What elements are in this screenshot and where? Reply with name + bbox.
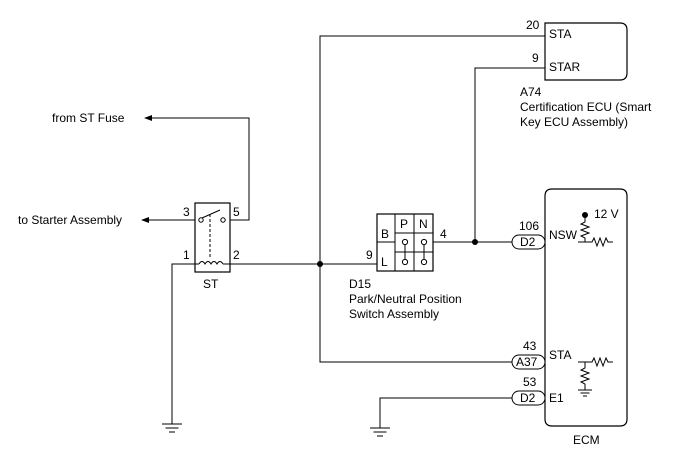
ecm-internal-ground-icon [578, 389, 592, 397]
ecm-sta-input [578, 356, 613, 368]
star-wire [474, 67, 545, 242]
d15-contact [420, 238, 428, 246]
a74-pin-20: 20 [526, 18, 540, 32]
d15-park-neutral-switch: P N B L 9 4 D15 Park/Neutral Position Sw… [349, 213, 462, 321]
d15-l-label: L [381, 255, 388, 269]
ecm-pin-106: 106 [519, 219, 539, 233]
sta-wire [319, 35, 545, 363]
junction-dot [317, 261, 323, 267]
ecm-label: ECM [573, 433, 600, 447]
d15-contact [401, 238, 409, 246]
a74-name-line-1: Certification ECU (Smart [520, 100, 652, 114]
ecm-connector-a37 [511, 354, 546, 370]
ecm-12v-label: 12 V [594, 207, 619, 221]
ecm-connector-d2-bottom [511, 390, 546, 406]
d15-b-label: B [381, 227, 389, 241]
to-starter-label: to Starter Assembly [18, 213, 122, 227]
d15-pin-9: 9 [366, 248, 373, 262]
d15-pin-4: 4 [440, 227, 447, 241]
st-fuse-wire [150, 117, 250, 221]
d15-code: D15 [349, 277, 371, 291]
ecm-sta-label: STA [549, 348, 571, 362]
from-st-fuse-label: from ST Fuse [52, 111, 125, 125]
st-pin-2: 2 [233, 248, 240, 262]
relay-ground-wire [171, 263, 195, 424]
ground-icon [162, 423, 182, 433]
ground-icon [370, 427, 390, 437]
ecm: ECM D2 A37 D2 106 43 53 NSW STA E1 12 V [511, 188, 628, 447]
st-relay-label: ST [203, 277, 219, 291]
relay-contact [220, 217, 226, 223]
ecm-conn-d2-bottom-label: D2 [520, 391, 536, 405]
st-pin-1: 1 [183, 248, 190, 262]
ecm-box [544, 188, 628, 427]
d15-name-line-1: Park/Neutral Position [349, 292, 462, 306]
ecm-connector-d2-top [511, 234, 546, 250]
st-pin-3: 3 [183, 205, 190, 219]
d15-n-label: N [419, 217, 428, 231]
ecm-nsw-input [578, 236, 613, 248]
ground-icon [370, 427, 390, 437]
a74-star-label: STAR [549, 60, 580, 74]
relay-coil [198, 261, 224, 265]
a74-box [544, 22, 628, 81]
d15-grid-horizontal [377, 232, 433, 253]
d15-contact [401, 258, 409, 266]
st-relay: 3 5 1 2 ST [183, 202, 240, 291]
d15-contact-links [404, 245, 425, 259]
st-relay-box [194, 202, 231, 273]
ecm-conn-a37-label: A37 [516, 355, 538, 369]
ground-icon [162, 423, 182, 433]
ecm-pulldown-resistor [579, 362, 591, 390]
d15-name-line-2: Switch Assembly [349, 307, 439, 321]
junction-dot [472, 239, 478, 245]
relay-contact [198, 217, 204, 223]
ecm-e1-label: E1 [549, 391, 564, 405]
a74-pin-9: 9 [532, 51, 539, 65]
wires [141, 35, 545, 428]
from-st-fuse-arrow [144, 115, 152, 121]
a74-code: A74 [520, 85, 542, 99]
ecm-pullup-resistor [579, 215, 591, 242]
ecm-pin-53: 53 [523, 375, 537, 389]
ecm-pin-43: 43 [523, 339, 537, 353]
ecm-conn-d2-top-label: D2 [520, 235, 536, 249]
a74-sta-label: STA [549, 27, 571, 41]
to-starter-arrow [141, 217, 149, 223]
relay-switch-arm [201, 209, 221, 219]
d15-p-label: P [400, 217, 408, 231]
d15-contact [420, 258, 428, 266]
e1-ground-wire [379, 397, 512, 428]
ecm-nsw-label: NSW [549, 228, 578, 242]
a74-name-line-2: Key ECU Assembly) [520, 115, 628, 129]
a74-certification-ecu: STA STAR 20 9 A74 Certification ECU (Sma… [520, 18, 652, 129]
st-pin-5: 5 [233, 205, 240, 219]
